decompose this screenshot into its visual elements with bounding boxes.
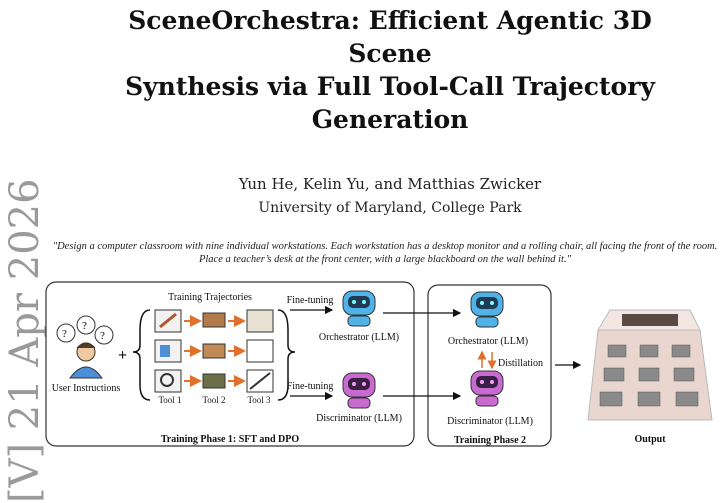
output-label: Output — [634, 434, 666, 445]
output-classroom-render — [587, 309, 713, 421]
discriminator-label: Discriminator (LLM) — [316, 413, 402, 424]
title-line-2: Synthesis via Full Tool-Call Trajectory — [125, 72, 655, 101]
authors: Yun He, Kelin Yu, and Matthias Zwicker — [238, 175, 542, 193]
orchestrator-robot-icon — [342, 290, 376, 327]
figure-prompt: "Design a computer classroom with nine i… — [52, 241, 718, 265]
phase2-discriminator-label: Discriminator (LLM) — [447, 416, 533, 427]
orchestrator-label: Orchestrator (LLM) — [319, 332, 399, 343]
affiliation: University of Maryland, College Park — [258, 200, 522, 216]
user-icon: ? ? ? — [56, 315, 114, 379]
title-line-1: SceneOrchestra: Efficient Agentic 3D Sce… — [128, 6, 652, 68]
finetune-bottom-label: Fine-tuning — [287, 381, 334, 392]
trajectory-row-1 — [154, 309, 274, 333]
user-label: User Instructions — [52, 383, 121, 394]
paper-title: SceneOrchestra: Efficient Agentic 3D Sce… — [90, 4, 690, 136]
phase2-discriminator-robot-icon — [470, 370, 504, 407]
right-brace — [277, 309, 296, 401]
discriminator-robot-icon — [342, 372, 376, 409]
svg-text:?: ? — [62, 328, 67, 340]
trajectory-row-2 — [154, 339, 274, 363]
phase2-label: Training Phase 2 — [454, 435, 526, 446]
tool-1-label: Tool 1 — [158, 395, 181, 405]
trajectories-title: Training Trajectories — [168, 292, 252, 303]
finetune-top-label: Fine-tuning — [287, 295, 334, 306]
trajectory-row-3 — [154, 369, 274, 393]
phase1-frame — [45, 281, 415, 447]
tool-2-label: Tool 2 — [202, 395, 225, 405]
title-line-3: Generation — [311, 105, 469, 134]
phase1-label: Training Phase 1: SFT and DPO — [161, 434, 299, 445]
phase2-orchestrator-label: Orchestrator (LLM) — [448, 336, 528, 347]
svg-text:?: ? — [82, 320, 87, 332]
teaser-figure: ? ? ? User Instructions + Training Traje… — [45, 281, 713, 447]
plus-sign: + — [118, 347, 127, 364]
phase2-frame — [427, 284, 552, 447]
svg-text:?: ? — [100, 330, 105, 342]
left-brace — [132, 309, 151, 401]
tool-3-label: Tool 3 — [247, 395, 271, 405]
distillation-label: Distillation — [498, 358, 543, 369]
phase2-orchestrator-robot-icon — [470, 291, 504, 328]
